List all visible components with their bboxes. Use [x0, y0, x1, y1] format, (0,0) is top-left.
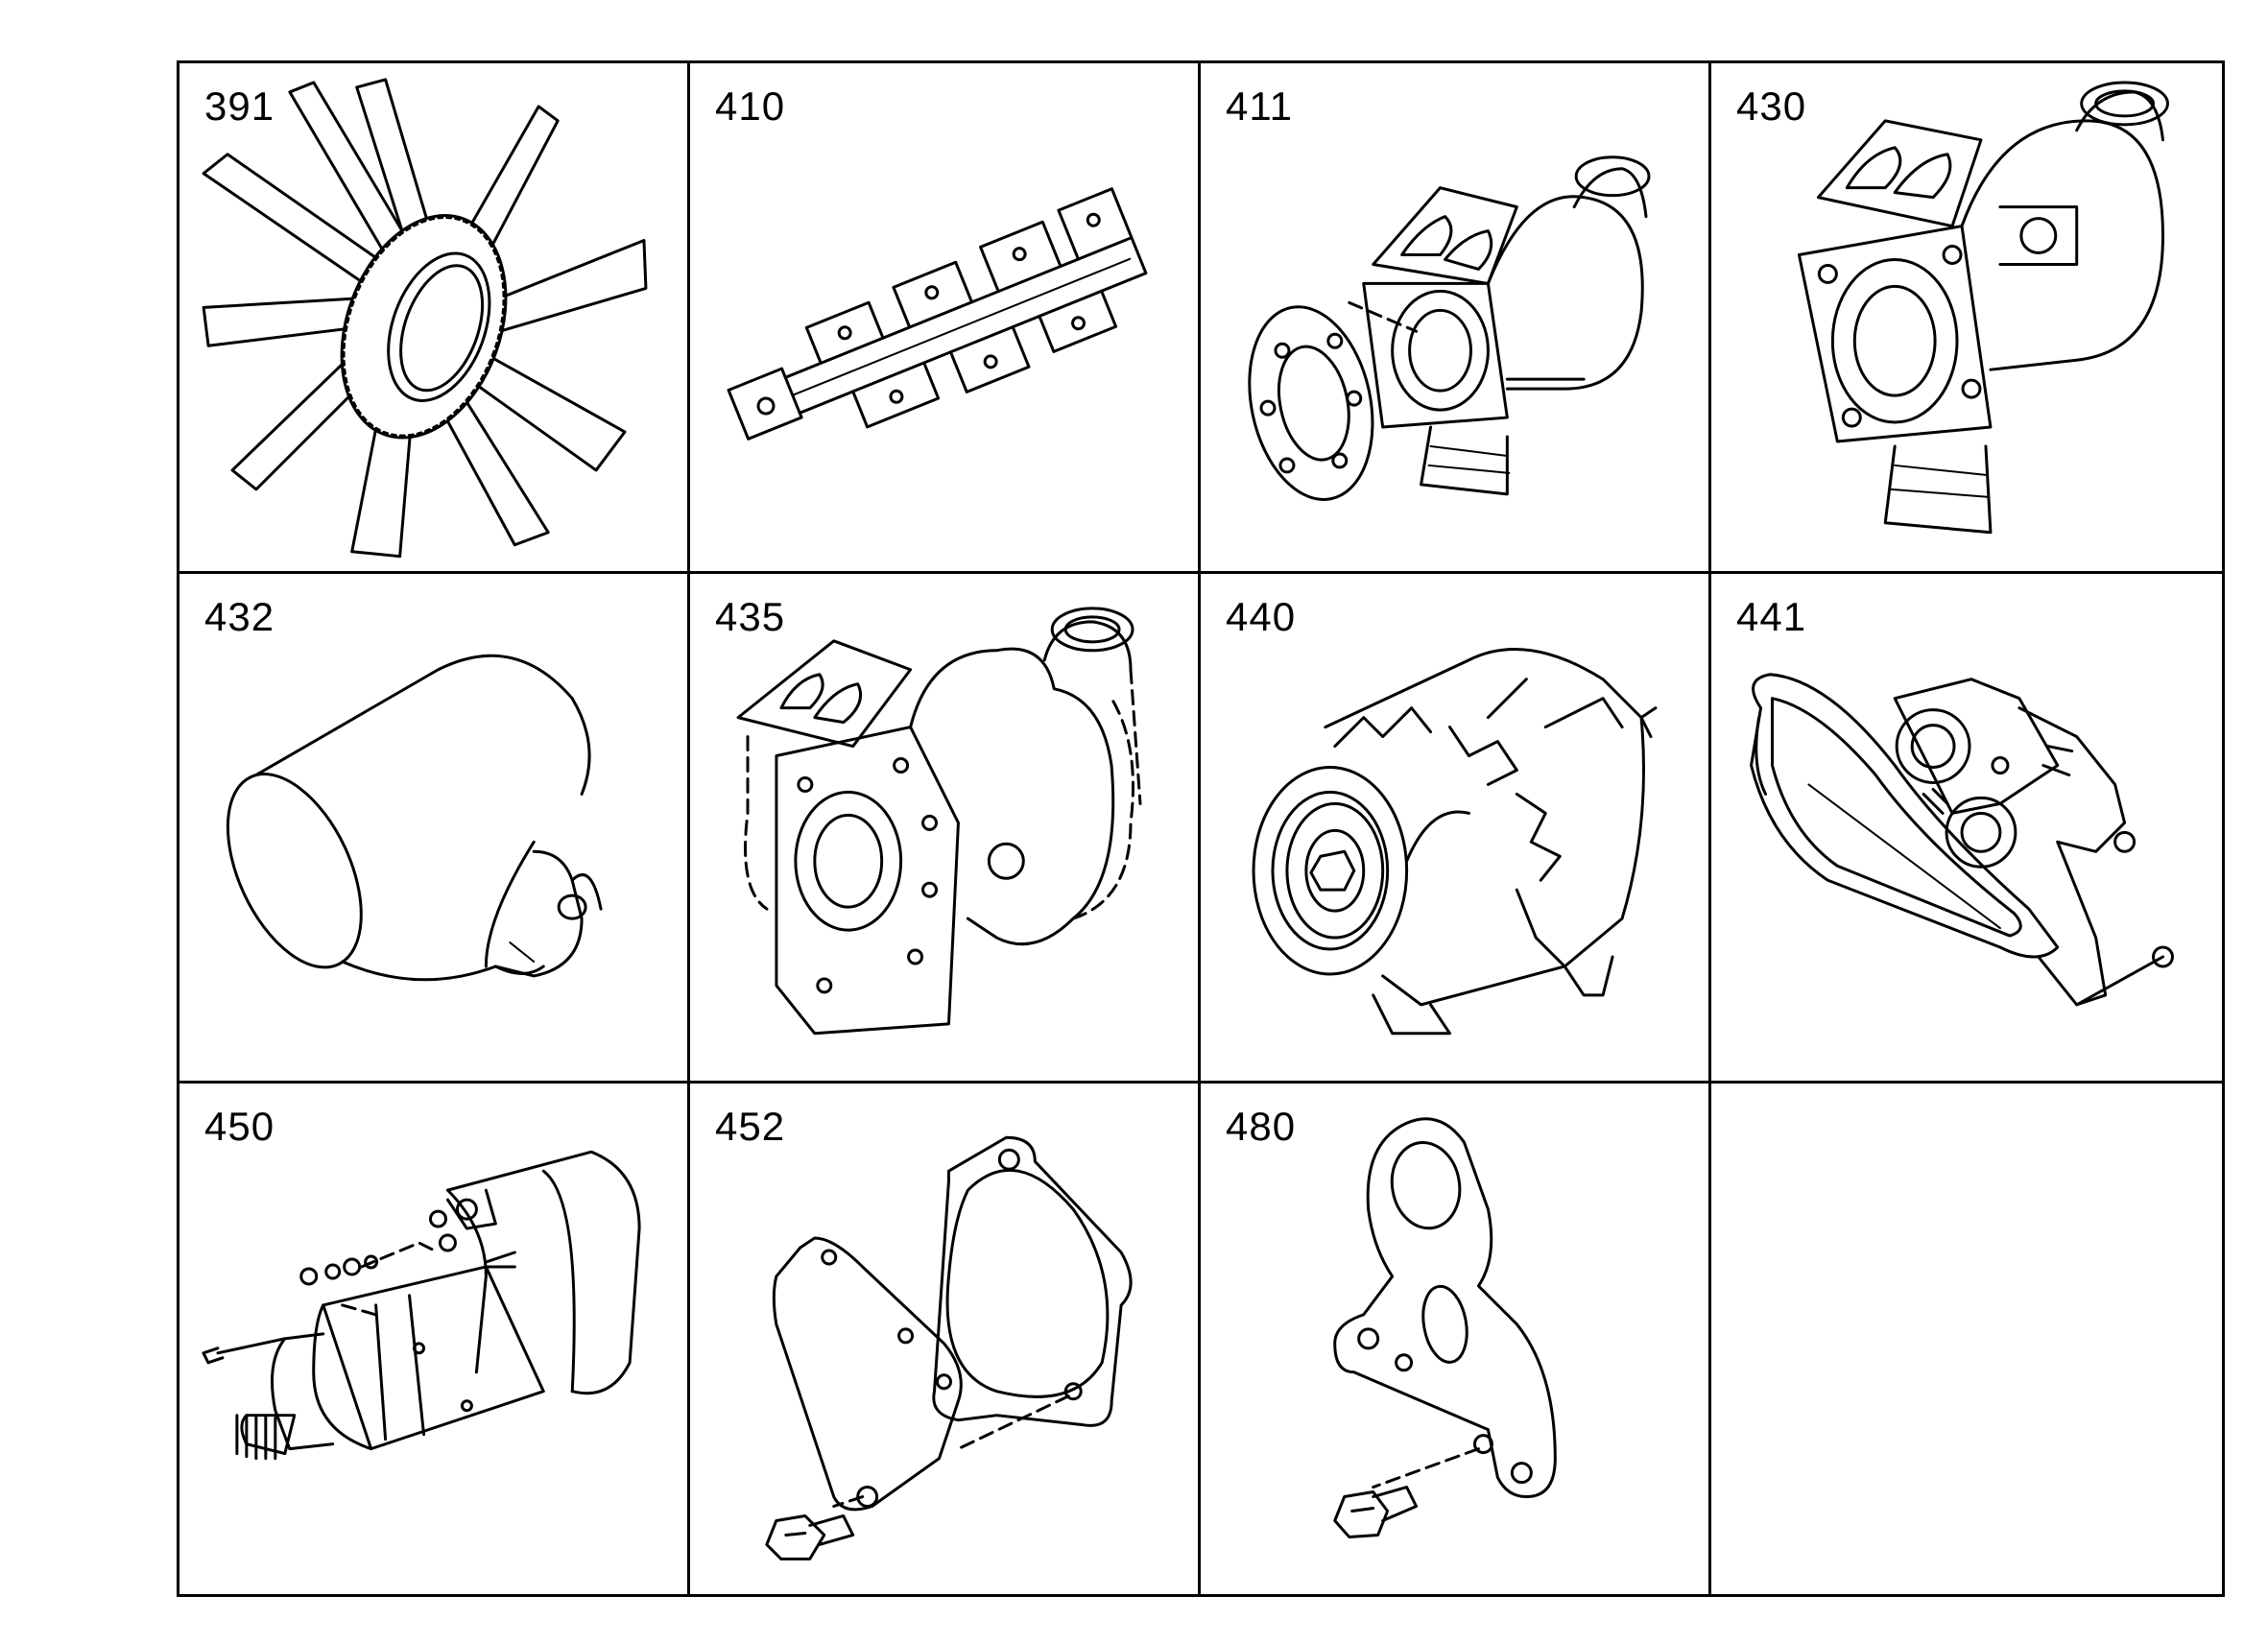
fan-icon [202, 78, 648, 559]
starter-motor-icon [202, 1151, 641, 1461]
part-number: 410 [715, 83, 786, 129]
part-number: 450 [204, 1104, 275, 1150]
part-cell-430[interactable]: 430 [1711, 63, 2222, 574]
part-cell-411[interactable]: 411 [1201, 63, 1711, 574]
part-number: 435 [715, 593, 786, 639]
part-cell-391[interactable]: 391 [179, 63, 690, 574]
bracket-icon [1333, 1117, 1557, 1539]
turbocharger-icon [1797, 81, 2169, 535]
part-cell-440[interactable]: 440 [1201, 573, 1711, 1084]
part-cell-480[interactable]: 480 [1201, 1084, 1711, 1594]
belt-tensioner-icon [1750, 672, 2174, 1007]
part-number: 452 [715, 1104, 786, 1150]
part-number: 430 [1736, 83, 1807, 129]
turbocharger-outline-icon [736, 607, 1142, 1035]
part-number: 432 [204, 593, 275, 639]
elbow-pipe-icon [226, 654, 603, 981]
alternator-icon [1252, 647, 1658, 1035]
part-cell-435[interactable]: 435 [690, 573, 1201, 1084]
part-number: 411 [1226, 83, 1293, 129]
exhaust-manifold-icon [727, 187, 1148, 441]
part-number: 480 [1226, 1104, 1297, 1150]
cover-plate-gasket-icon [765, 1136, 1133, 1561]
empty-cell [1711, 1084, 2222, 1594]
turbocharger-gasket-icon [1248, 155, 1651, 501]
part-number: 391 [204, 83, 275, 129]
part-number: 441 [1736, 593, 1807, 639]
parts-grid: 391 [177, 60, 2225, 1597]
part-cell-432[interactable]: 432 [179, 573, 690, 1084]
part-cell-450[interactable]: 450 [179, 1084, 690, 1594]
part-cell-410[interactable]: 410 [690, 63, 1201, 574]
part-cell-452[interactable]: 452 [690, 1084, 1201, 1594]
part-number: 440 [1226, 593, 1297, 639]
part-cell-441[interactable]: 441 [1711, 574, 2222, 1084]
